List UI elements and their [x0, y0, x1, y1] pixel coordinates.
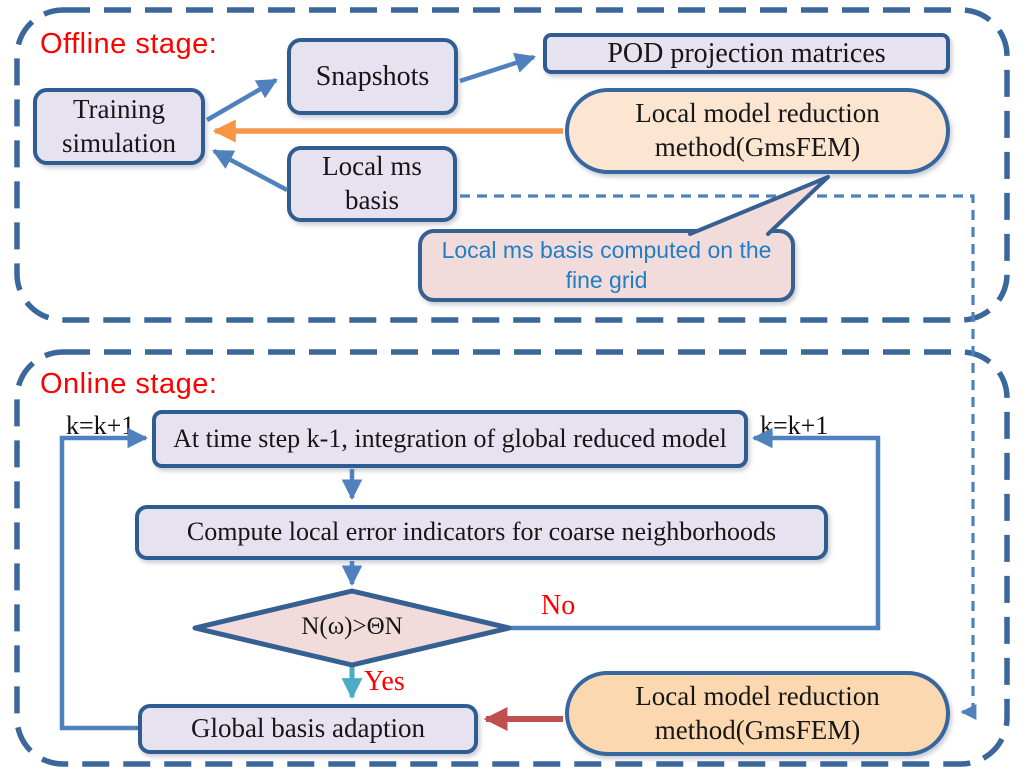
node-local-model-reduction-online: Local model reduction method(GmsFEM) — [565, 671, 950, 756]
yes-branch-label: Yes — [364, 666, 405, 697]
k-increment-label-left: k=k+1 — [66, 411, 135, 440]
offline-stage-label: Offline stage: — [40, 28, 218, 60]
callout-local-ms-basis-fine-grid: Local ms basis computed on the fine grid — [418, 229, 795, 302]
online-stage-label: Online stage: — [40, 368, 218, 400]
node-integrate-global-reduced-model: At time step k-1, integration of global … — [152, 410, 748, 468]
node-compute-error-indicators: Compute local error indicators for coars… — [135, 505, 828, 560]
node-local-ms-basis: Local ms basis — [287, 146, 457, 222]
node-local-model-reduction-offline: Local model reduction method(GmsFEM) — [565, 88, 950, 174]
callout-tail-outline — [688, 175, 830, 236]
node-snapshots: Snapshots — [287, 38, 458, 115]
node-global-basis-adaption: Global basis adaption — [138, 704, 478, 754]
node-training-simulation: Training simulation — [33, 88, 205, 165]
arrow-left-loop-to-integrate — [59, 427, 149, 731]
decision-text: N(ω)>ΘN — [301, 613, 403, 640]
arrow-snapshots-to-pod — [459, 52, 536, 84]
node-pod-projection-matrices: POD projection matrices — [543, 33, 950, 74]
no-branch-label: No — [541, 590, 576, 621]
arrow-localms-to-training — [212, 149, 289, 192]
callout-tail — [690, 177, 828, 236]
k-increment-label-right: k=k+1 — [760, 411, 829, 440]
arrow-training-to-snapshots — [205, 78, 278, 122]
